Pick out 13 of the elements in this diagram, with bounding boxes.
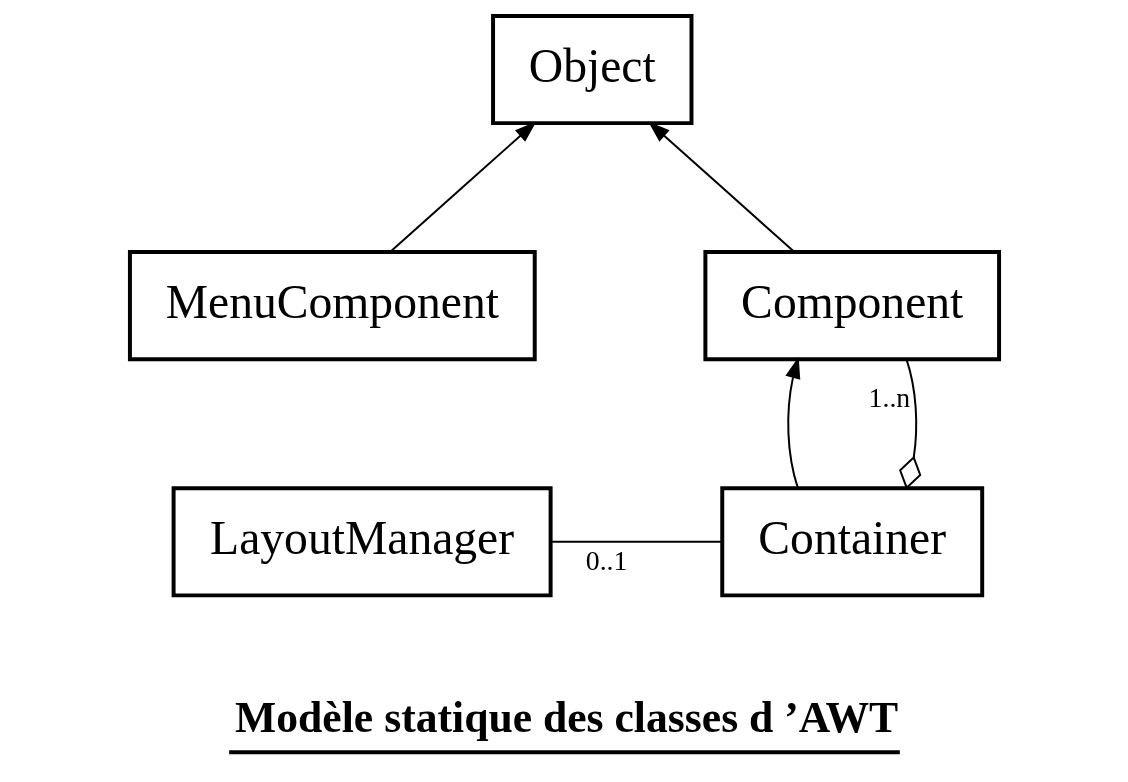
node-box: MenuComponent: [127, 250, 537, 362]
caption: Modèle statique des classes d ’AWT: [234, 692, 898, 741]
arrow: [647, 121, 795, 253]
node-box: Object: [490, 14, 693, 126]
connector: [898, 358, 921, 490]
node-box: LayoutManager: [171, 486, 553, 598]
arrow: [785, 356, 800, 489]
node-box: Component: [702, 250, 1001, 362]
edge-label: 0..1: [585, 544, 627, 576]
connector: [549, 540, 723, 543]
edge-label: 1..n: [868, 382, 910, 414]
arrow: [389, 121, 536, 253]
node-box: Container: [719, 486, 984, 598]
